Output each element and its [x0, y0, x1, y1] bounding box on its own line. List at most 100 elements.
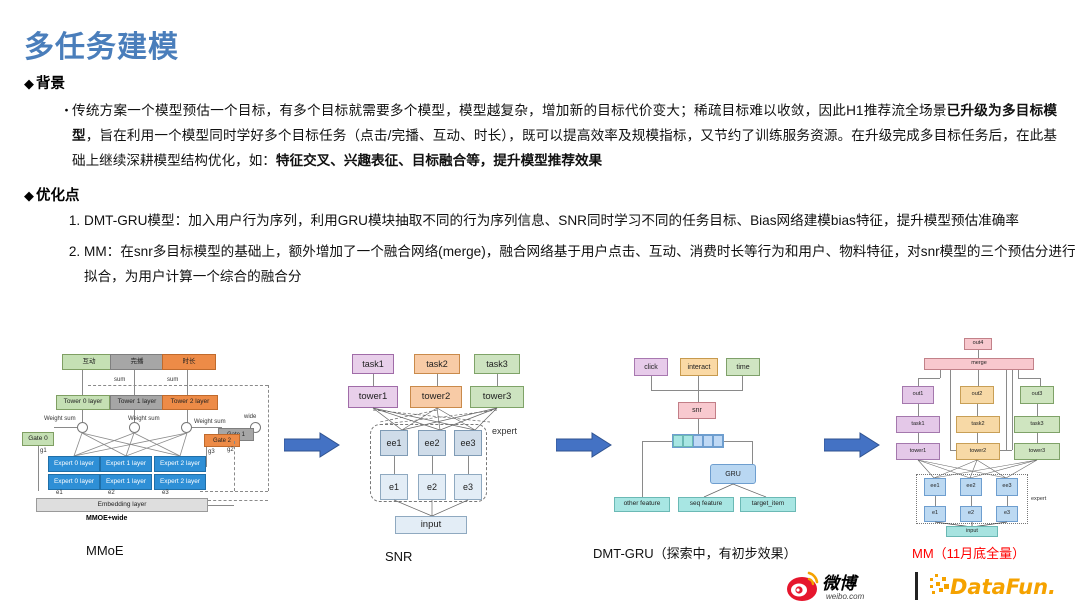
mmoe-expert-upper-1: Expert 1 layer — [100, 456, 152, 472]
snr-ee-0: ee1 — [380, 430, 408, 456]
weibo-label: 微博 — [822, 574, 859, 594]
mmoe-expert-upper-2: Expert 2 layer — [154, 456, 206, 472]
dmt-feature-target: target_item — [740, 497, 796, 512]
background-text-part1: 传统方案一个模型预估一个目标，有多个目标就需要多个模型，模型越复杂，增加新的目标… — [72, 103, 947, 118]
dmt-cell-3 — [703, 435, 713, 447]
mmoe-tower-0: Tower 0 layer — [56, 395, 110, 410]
mm-merge: merge — [924, 358, 1034, 370]
dmt-concat-row — [672, 434, 724, 448]
mmoe-edge-label-g2: g2 — [227, 447, 234, 453]
mmoe-figure-name: MMOE+wide — [86, 515, 128, 522]
dmt-cell-1 — [683, 435, 693, 447]
mmoe-tower-2: Tower 2 layer — [162, 395, 218, 410]
snr-e-0: e1 — [380, 474, 408, 500]
mmoe-target-2: 时长 — [162, 354, 216, 370]
snr-tower-2: tower3 — [470, 386, 524, 408]
snr-e-2: e3 — [454, 474, 482, 500]
list-item: DMT-GRU模型：加入用户行为序列，利用GRU模块抽取不同的行为序列信息、SN… — [84, 208, 1080, 233]
mm-e-1: e2 — [960, 506, 982, 522]
mm-input: input — [946, 526, 998, 537]
flow-arrow-1 — [283, 432, 340, 463]
mm-task-1: task2 — [956, 416, 1000, 433]
dmt-gru-node: GRU — [710, 464, 756, 484]
mm-ee-0: ee1 — [924, 478, 946, 496]
mm-task-0: task1 — [896, 416, 940, 433]
snr-e-1: e2 — [418, 474, 446, 500]
paragraph-bullet-icon: ・ — [60, 103, 74, 118]
figure-mm: out4 merge out1 out2 out3 task1 task2 ta… — [888, 338, 1068, 537]
mm-expert-label: expert — [1031, 496, 1047, 502]
background-text-part2: ，旨在利用一个模型同时学好多个目标任务（点击/完播、互动、时长），既可以提高效率… — [72, 128, 1057, 168]
mm-e-2: e3 — [996, 506, 1018, 522]
mmoe-edge-label-e1: e1 — [56, 490, 63, 496]
dmt-feature-seq: seq feature — [678, 497, 734, 512]
caption-dmt-gru: DMT-GRU（探索中，有初步效果） — [593, 546, 797, 561]
mmoe-edge-label-g3: g3 — [208, 449, 215, 455]
section-label-background: 背景 — [36, 76, 65, 92]
mm-out-2: out3 — [1020, 386, 1054, 404]
mmoe-gate-0: Gate 0 — [22, 432, 54, 446]
footer-divider — [915, 572, 918, 600]
datafun-logo: DataFun. — [930, 572, 1070, 605]
mm-ee-1: ee2 — [960, 478, 982, 496]
mmoe-weight-sum-node-1 — [129, 422, 140, 433]
mmoe-expert-lower-0: Expert 0 layer — [48, 474, 100, 490]
mm-out4: out4 — [964, 338, 992, 350]
mmoe-weight-sum-node-0 — [77, 422, 88, 433]
snr-task-2: task3 — [474, 354, 520, 374]
dmt-feature-other: other feature — [614, 497, 670, 512]
figure-snr: task1 task2 task3 tower1 tower2 tower3 — [340, 352, 555, 537]
snr-task-0: task1 — [352, 354, 394, 374]
dmt-output-interact: interact — [680, 358, 718, 376]
mmoe-wide-node — [250, 422, 261, 433]
mmoe-edge-label-weightsum-2: Weight sum — [194, 419, 226, 425]
diamond-bullet-icon: ◆ — [24, 76, 34, 91]
optimization-list: DMT-GRU模型：加入用户行为序列，利用GRU模块抽取不同的行为序列信息、SN… — [62, 208, 1080, 289]
snr-tower-1: tower2 — [410, 386, 462, 408]
mmoe-expert-upper-0: Expert 0 layer — [48, 456, 100, 472]
section-heading-background: ◆背景 — [24, 72, 65, 93]
diamond-bullet-icon-2: ◆ — [24, 188, 34, 203]
mmoe-edge-label-sum-1: sum — [114, 377, 126, 383]
mmoe-tower-1: Tower 1 layer — [110, 395, 164, 410]
mm-ee-2: ee3 — [996, 478, 1018, 496]
datafun-label: DataFun. — [950, 575, 1056, 599]
section-heading-optimization: ◆优化点 — [24, 184, 80, 205]
weibo-logo: 微博 weibo.com — [786, 570, 906, 609]
background-text-bold2: 特征交叉、兴趣表征、目标融合等，提升模型推荐效果 — [275, 153, 603, 168]
background-paragraph: 传统方案一个模型预估一个目标，有多个目标就需要多个模型，模型越复杂，增加新的目标… — [72, 98, 1057, 173]
mm-task-2: task3 — [1014, 416, 1060, 433]
mmoe-gate-2: Gate 2 — [204, 434, 240, 447]
snr-ee-2: ee3 — [454, 430, 482, 456]
mmoe-embedding-layer: Embedding layer — [36, 498, 208, 512]
dmt-output-click: click — [634, 358, 668, 376]
dmt-cell-2 — [693, 435, 703, 447]
figure-mmoe: 互动 完播 时长 sum sum Tower 0 layer Tower 1 l… — [22, 352, 272, 527]
mmoe-expert-lower-2: Expert 2 layer — [154, 474, 206, 490]
snr-ee-1: ee2 — [418, 430, 446, 456]
mmoe-weight-sum-node-2 — [181, 422, 192, 433]
dmt-cell-4 — [713, 435, 723, 447]
mmoe-edge-label-wide: wide — [244, 414, 257, 420]
mmoe-edge-label-weightsum-0: Weight sum — [44, 416, 76, 422]
mm-out-0: out1 — [902, 386, 934, 404]
section-label-optimization: 优化点 — [36, 188, 80, 204]
mmoe-target-1: 完播 — [110, 354, 164, 370]
snr-expert-label: expert — [492, 426, 518, 436]
mmoe-edge-label-e2: e2 — [108, 490, 115, 496]
mmoe-target-0: 互动 — [62, 354, 116, 370]
mmoe-edge-label-weightsum-1: Weight sum — [128, 416, 160, 422]
background-text-bold1: 已升级为多目标模型 — [72, 103, 1058, 143]
weibo-url-label: weibo.com — [826, 592, 865, 601]
dmt-cell-0 — [673, 435, 683, 447]
dmt-output-time: time — [726, 358, 760, 376]
mmoe-edge-label-g1: g1 — [40, 448, 47, 454]
mm-tower-0: tower1 — [896, 443, 940, 460]
caption-mm: MM（11月底全量） — [912, 546, 1026, 561]
caption-mmoe: MMoE — [86, 543, 124, 558]
flow-arrow-2 — [555, 432, 612, 463]
mm-out-1: out2 — [960, 386, 994, 404]
list-item: MM：在snr多目标模型的基础上，额外增加了一个融合网络(merge)，融合网络… — [84, 239, 1080, 289]
snr-input: input — [395, 516, 467, 534]
